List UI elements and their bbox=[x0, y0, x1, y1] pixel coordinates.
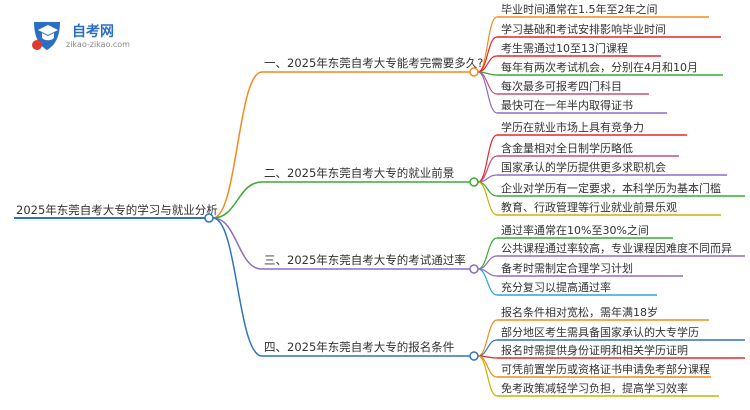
branch-label: 四、2025年东莞自考大专的报名条件 bbox=[264, 340, 454, 354]
leaf-label: 公共课程通过率较高，专业课程因难度不同而异 bbox=[501, 241, 732, 255]
leaf-connector bbox=[477, 71, 498, 114]
leaf-label: 报名时需提供身份证明和相关学历证明 bbox=[501, 343, 688, 357]
leaf-label: 学习基础和考试安排影响毕业时间 bbox=[501, 22, 666, 36]
leaf-label: 报名条件相对宽松，需年满18岁 bbox=[501, 305, 658, 319]
leaf-label: 通过率通常在10%至30%之间 bbox=[501, 223, 649, 237]
leaf-connector bbox=[477, 339, 498, 357]
logo-graduation-cap-icon bbox=[38, 25, 58, 35]
branch-label: 二、2025年东莞自考大专的就业前景 bbox=[264, 166, 454, 180]
leaf-connector bbox=[477, 181, 498, 197]
branch-node-dot bbox=[469, 177, 479, 187]
branch-connector bbox=[212, 217, 263, 270]
leaf-label: 可凭前置学历或资格证书申请免考部分课程 bbox=[501, 362, 710, 376]
leaf-label: 最快可在一年半内取得证书 bbox=[501, 98, 633, 112]
leaf-label: 免考政策减轻学习负担，提高学习效率 bbox=[501, 381, 688, 395]
branch-node-dot bbox=[469, 67, 479, 77]
leaf-label: 含金量相对全日制学历略低 bbox=[501, 141, 633, 155]
logo-url: zikao-zikao.com bbox=[66, 40, 130, 49]
branch-node-dot bbox=[469, 351, 479, 361]
logo-dot-icon bbox=[32, 40, 42, 50]
branch-connector bbox=[212, 217, 263, 357]
leaf-connector bbox=[477, 36, 498, 73]
leaf-label: 考生需通过10至13门课程 bbox=[501, 41, 628, 55]
branch-label: 三、2025年东莞自考大专的考试通过率 bbox=[264, 253, 466, 267]
leaf-connector bbox=[477, 319, 498, 357]
connector-lines bbox=[212, 16, 498, 397]
leaf-connector bbox=[477, 237, 498, 270]
leaf-connector bbox=[477, 181, 498, 216]
leaf-label: 每次最多可报考四门科目 bbox=[501, 79, 622, 93]
leaf-label: 国家承认的学历提供更多求职机会 bbox=[501, 160, 666, 174]
root-node-dot bbox=[204, 213, 214, 223]
branch-connector bbox=[212, 71, 263, 219]
branch-node-dot bbox=[469, 264, 479, 274]
root-label: 2025年东莞自考大专的学习与就业分析 bbox=[16, 203, 218, 217]
logo-title: 自考网 bbox=[72, 23, 114, 40]
nodes: 2025年东莞自考大专的学习与就业分析 一、2025年东莞自考大专能考完需要多久?… bbox=[14, 2, 745, 397]
leaf-label: 备考时需制定合理学习计划 bbox=[501, 261, 633, 275]
leaf-connector bbox=[477, 268, 498, 296]
leaf-connector bbox=[477, 355, 498, 397]
leaf-label: 毕业时间通常在1.5年至2年之间 bbox=[501, 2, 658, 16]
leaf-connector bbox=[477, 134, 498, 183]
leaf-label: 每年有两次考试机会，分别在4月和10月 bbox=[501, 60, 698, 74]
branch-label: 一、2025年东莞自考大专能考完需要多久? bbox=[264, 56, 483, 70]
logo: 自考网 zikao-zikao.com bbox=[32, 22, 130, 50]
leaf-label: 部分地区考生需具备国家承认的大专学历 bbox=[501, 325, 699, 339]
leaf-connector bbox=[477, 255, 498, 270]
branch-connector bbox=[212, 181, 263, 219]
leaf-label: 企业对学历有一定要求，本科学历为基本门槛 bbox=[501, 181, 721, 195]
leaf-label: 学历在就业市场上具有竞争力 bbox=[501, 120, 644, 134]
leaf-label: 充分复习以提高通过率 bbox=[501, 280, 611, 294]
leaf-label: 教育、行政管理等行业就业前景乐观 bbox=[501, 200, 677, 214]
